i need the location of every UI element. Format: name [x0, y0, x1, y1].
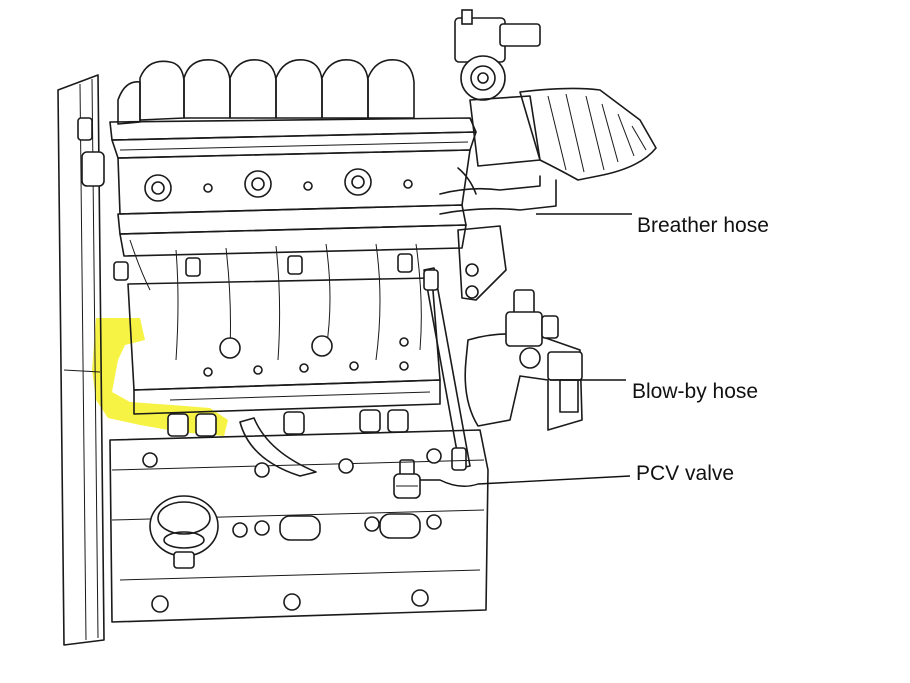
blowby-hose — [423, 267, 471, 471]
blowby-hose-label: Blow-by hose — [632, 380, 759, 403]
pcv-valve-label: PCV valve — [636, 462, 735, 485]
valve-cover — [127, 277, 441, 415]
oil-filler-cap — [149, 495, 219, 569]
air-intake-duct — [519, 87, 657, 181]
throttle-body — [454, 9, 541, 167]
bell-housing-plate — [57, 74, 105, 646]
intake-manifold — [109, 59, 477, 159]
spark-plug-wires — [129, 239, 422, 361]
callout-leaders — [420, 213, 632, 487]
upper-studs — [113, 253, 479, 299]
pcv-valve — [393, 459, 421, 499]
breather-hose-label: Breather hose — [637, 214, 769, 237]
upper-cylinder-head — [117, 149, 471, 257]
lower-fuel-rail — [167, 409, 409, 477]
blowby-hose-highlight — [92, 318, 228, 436]
water-outlet-housing — [457, 225, 583, 431]
breather-hose — [439, 167, 557, 215]
